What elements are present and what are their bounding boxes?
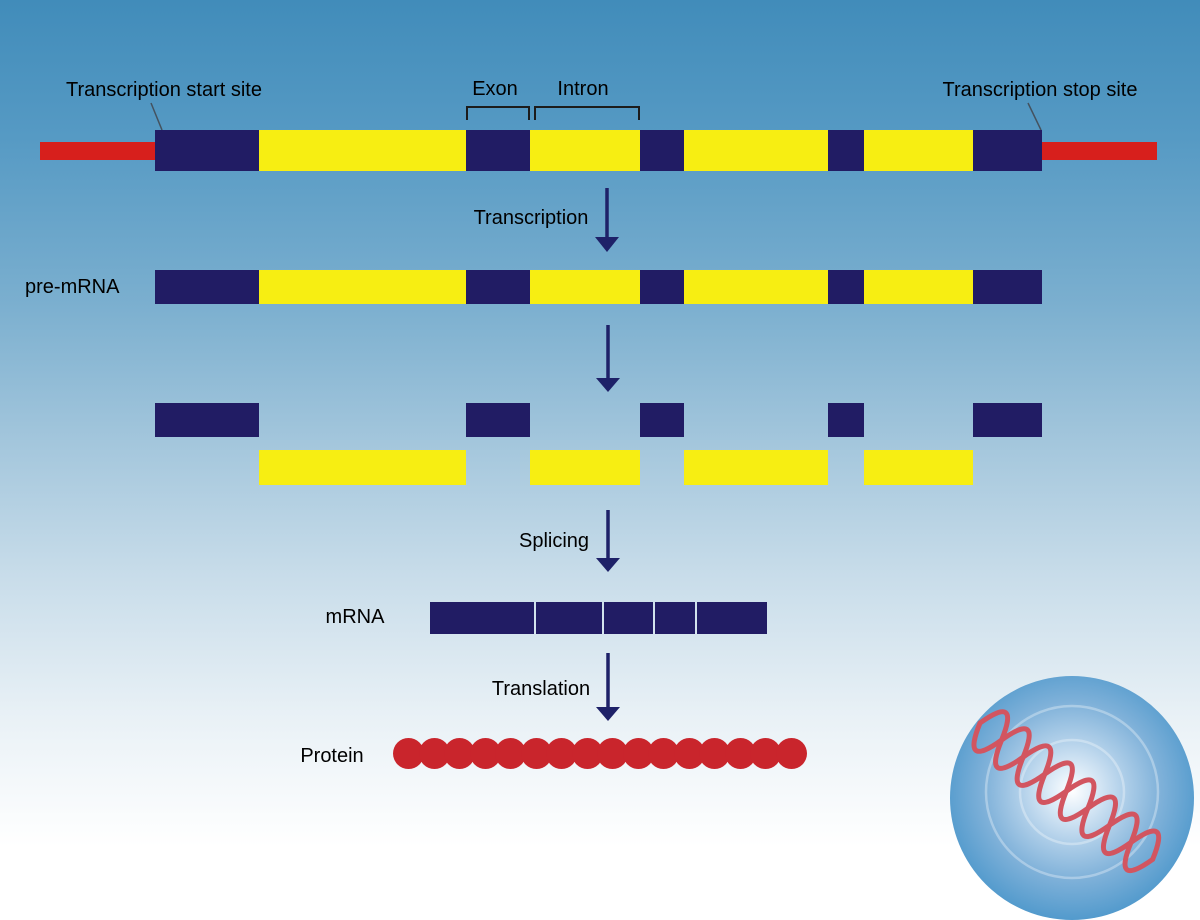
exon-segment [640,130,684,171]
exon-segment [973,270,1042,304]
intron-segment [530,450,640,485]
intron-bracket [534,106,640,120]
utr-segment [1042,142,1157,160]
dna-sphere-graphic [950,676,1194,920]
exon-segment [640,270,684,304]
exon-segment [697,602,767,634]
exon-bracket [466,106,530,120]
intron-segment [864,450,973,485]
exon-segment [655,602,695,634]
transcription-start-site-label: Transcription start site [66,79,262,101]
intron-segment [530,270,640,304]
intron-segment [684,270,828,304]
intron-segment [684,130,828,171]
separated-exons-row [0,403,1200,437]
transcription-down-arrow-icon [595,188,619,252]
exon-segment [466,130,530,171]
mrna-strand [0,602,1200,634]
intron-label: Intron [557,78,609,100]
gene-dna-strand [0,130,1200,171]
intron-segment [684,450,828,485]
transcription-step-label: Transcription [473,207,589,229]
intron-segment [259,450,466,485]
exon-segment [430,602,534,634]
protein-bead-chain [393,738,807,769]
exon-label: Exon [472,78,518,100]
splicing-down-arrow-icon [596,510,620,572]
stop-site-leader-line [1027,102,1042,131]
intron-segment [864,130,973,171]
intron-segment [259,130,466,171]
exon-segment [828,403,864,437]
exon-segment [640,403,684,437]
exon-segment [155,403,259,437]
start-site-leader-line [150,102,163,131]
separated-introns-row [0,450,1200,485]
exon-segment [536,602,602,634]
exon-segment [973,130,1042,171]
exon-segment [973,403,1042,437]
exon-segment [828,270,864,304]
dna-helix-icon [971,704,1162,880]
transcription-stop-site-label: Transcription stop site [942,79,1138,101]
exon-segment [466,403,530,437]
utr-segment [40,142,155,160]
exon-segment [155,130,259,171]
exon-segment [604,602,653,634]
mrna-label: mRNA [325,606,385,628]
exon-segment [155,270,259,304]
translation-step-label: Translation [491,678,591,700]
pre-mrna-strand [0,270,1200,304]
intron-segment [864,270,973,304]
intron-segment [259,270,466,304]
splicing-step-label: Splicing [518,530,590,552]
protein-label: Protein [300,745,364,767]
intron-segment [530,130,640,171]
separation-down-arrow-icon [596,325,620,392]
translation-down-arrow-icon [596,653,620,721]
exon-segment [828,130,864,171]
pre-mrna-label: pre-mRNA [25,276,120,298]
exon-segment [466,270,530,304]
amino-acid-bead [775,738,807,769]
